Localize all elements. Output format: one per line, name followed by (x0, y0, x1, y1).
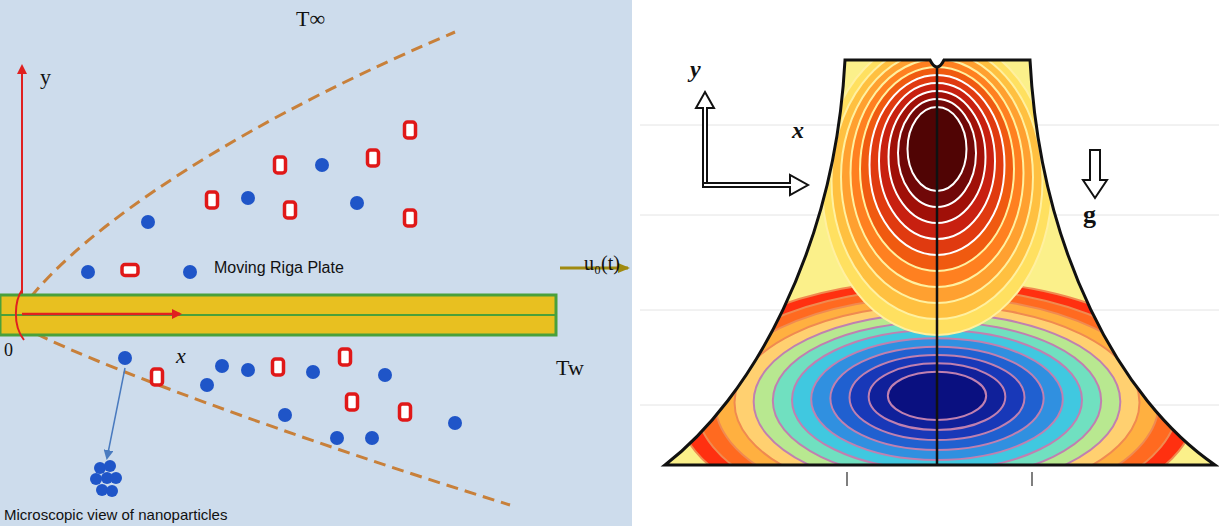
y-axis (21, 66, 23, 300)
axis-label: y (690, 56, 701, 83)
chamber-outline (665, 60, 1215, 465)
nanoparticle (122, 265, 138, 276)
x-axis (22, 313, 180, 316)
nanoparticle (400, 404, 411, 420)
nanoparticle (368, 150, 379, 166)
symmetry-axis (936, 68, 939, 465)
leader-line (107, 368, 125, 458)
nanoparticle (183, 265, 197, 279)
boundary-layer-edge (20, 325, 510, 505)
nanoparticle (81, 265, 95, 279)
nanoparticle (241, 363, 255, 377)
gravity-label: g (1083, 200, 1096, 230)
nanoparticle (241, 191, 255, 205)
nanoparticle (365, 431, 379, 445)
axis-arrows (696, 92, 1107, 198)
panel-ground (0, 0, 632, 526)
plate-label: Moving Riga Plate (214, 259, 344, 277)
riga-plate (0, 295, 556, 335)
contour-field (640, 35, 1219, 526)
boundary-layer-edge (20, 32, 455, 312)
nanoparticle (315, 158, 329, 172)
axis-label: x (176, 343, 186, 369)
nanoparticle (347, 394, 358, 410)
axis-label: y (40, 64, 51, 90)
nanoparticle (275, 157, 286, 173)
nanoparticles (81, 122, 462, 445)
callout-text: Microscopic view of nanoparticles (4, 506, 227, 523)
nanoparticle (405, 122, 416, 138)
nanoparticle (285, 202, 296, 218)
nanoparticle (278, 408, 292, 422)
leading-edge (16, 290, 24, 340)
nanoparticle (306, 365, 320, 379)
axis-label: x (792, 117, 804, 144)
nanoparticle (200, 378, 214, 392)
particle-cluster (90, 460, 122, 497)
nanoparticle (448, 416, 462, 430)
nanoparticle (152, 369, 163, 385)
tick (1031, 472, 1033, 486)
nanoparticle (273, 359, 284, 375)
origin-label: 0 (4, 340, 13, 361)
nanoparticle (141, 215, 155, 229)
nanoparticle (207, 192, 218, 208)
nanoparticle (340, 349, 351, 365)
nanoparticle (405, 210, 416, 226)
nanoparticle (330, 431, 344, 445)
temperature-label: T∞ (296, 6, 325, 32)
nanoparticle (118, 351, 132, 365)
nanoparticle (215, 359, 229, 373)
nanoparticle (378, 368, 392, 382)
temperature-label: Tw (556, 355, 584, 381)
velocity-label: u₀(t) (584, 252, 620, 275)
nanoparticle (350, 196, 364, 210)
plate-line (0, 314, 556, 316)
tick (846, 472, 848, 486)
